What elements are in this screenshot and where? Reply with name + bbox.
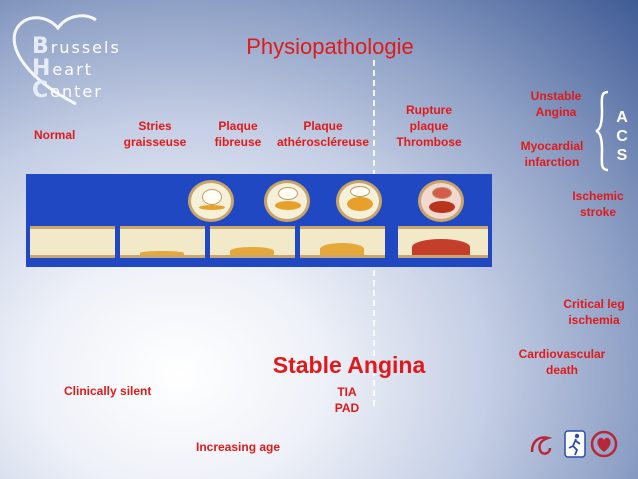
label-unstable-angina: Unstable Angina xyxy=(516,88,596,120)
acs-letter-s: S xyxy=(616,147,628,164)
cross-section-rupture xyxy=(418,180,464,222)
tube-stries xyxy=(120,226,205,258)
tube-normal xyxy=(30,226,115,258)
plaque xyxy=(230,247,274,255)
cross-section-fibreuse xyxy=(264,180,310,222)
artery-progression-illustration xyxy=(26,174,492,267)
label-stries-line1: Stries xyxy=(138,119,172,133)
plaque xyxy=(199,205,225,210)
label-rupture: Rupture plaque Thrombose xyxy=(386,102,472,150)
label-death-line2: death xyxy=(545,363,578,377)
label-atheroscle: Plaque athéroscléreuse xyxy=(268,118,378,150)
acs-letter-a: A xyxy=(616,109,628,126)
label-increasing-age: Increasing age xyxy=(196,440,281,454)
label-mi-line1: Myocardial xyxy=(520,139,584,153)
tube-rupture xyxy=(398,226,488,258)
label-tia-pad: TIA PAD xyxy=(322,384,372,416)
sponsor-logos xyxy=(528,430,628,460)
label-rupture-line3: Thrombose xyxy=(396,135,462,149)
sarc-logo-icon xyxy=(530,436,553,455)
logo-line-3: Center xyxy=(32,78,103,103)
label-mi-line2: infarction xyxy=(524,155,580,169)
label-athero-line2: athéroscléreuse xyxy=(276,135,370,149)
label-fibreuse-line1: Plaque xyxy=(218,119,258,133)
label-unstable-line1: Unstable xyxy=(530,89,582,103)
brussels-heart-center-logo: Brussels Heart Center xyxy=(6,8,156,112)
label-ischemic-stroke: Ischemic stroke xyxy=(560,188,636,220)
cross-section-stries xyxy=(188,180,234,222)
label-normal: Normal xyxy=(34,128,76,142)
label-rupture-line1: Rupture xyxy=(406,103,452,117)
runner-logo-icon xyxy=(564,430,586,458)
label-stries: Stries graisseuse xyxy=(112,118,198,150)
slide-title: Physiopathologie xyxy=(246,34,414,59)
logo-line-1: Brussels xyxy=(32,34,121,59)
label-leg-line1: Critical leg xyxy=(563,297,625,311)
heart-logo-icon xyxy=(590,430,618,458)
label-fibreuse-line2: fibreuse xyxy=(214,135,262,149)
lumen xyxy=(432,187,452,199)
label-leg-line2: ischemia xyxy=(568,313,620,327)
logo-line-2: Heart xyxy=(32,56,93,81)
label-cardiovascular-death: Cardiovascular death xyxy=(508,346,616,378)
label-pad: PAD xyxy=(334,401,360,415)
label-athero-line1: Plaque xyxy=(303,119,343,133)
plaque xyxy=(275,201,301,210)
label-fibreuse: Plaque fibreuse xyxy=(204,118,272,150)
plaque xyxy=(429,201,455,213)
acs-brace-icon xyxy=(595,90,609,172)
label-clinically-silent: Clinically silent xyxy=(64,384,152,398)
plaque xyxy=(320,243,364,255)
plaque xyxy=(140,251,184,255)
label-unstable-line2: Angina xyxy=(535,105,577,119)
label-stroke-line2: stroke xyxy=(579,205,617,219)
tube-athero xyxy=(300,226,385,258)
acs-acronym: A C S xyxy=(614,108,630,165)
label-myocardial-infarction: Myocardial infarction xyxy=(508,138,596,170)
tube-fibreuse xyxy=(210,226,295,258)
label-death-line1: Cardiovascular xyxy=(518,347,606,361)
label-stroke-line1: Ischemic xyxy=(572,189,624,203)
label-critical-leg-ischemia: Critical leg ischemia xyxy=(552,296,636,328)
logo-heart-outline-icon xyxy=(12,14,97,106)
label-tia: TIA xyxy=(337,385,357,399)
label-stable-angina: Stable Angina xyxy=(272,352,426,378)
label-stries-line2: graisseuse xyxy=(123,135,187,149)
lumen xyxy=(278,187,298,200)
lumen xyxy=(350,186,370,197)
acs-letter-c: C xyxy=(616,128,628,145)
thrombus xyxy=(412,239,470,255)
plaque xyxy=(347,197,373,211)
lumen xyxy=(202,189,222,205)
label-rupture-line2: plaque xyxy=(409,119,449,133)
cross-section-athero xyxy=(336,180,382,222)
